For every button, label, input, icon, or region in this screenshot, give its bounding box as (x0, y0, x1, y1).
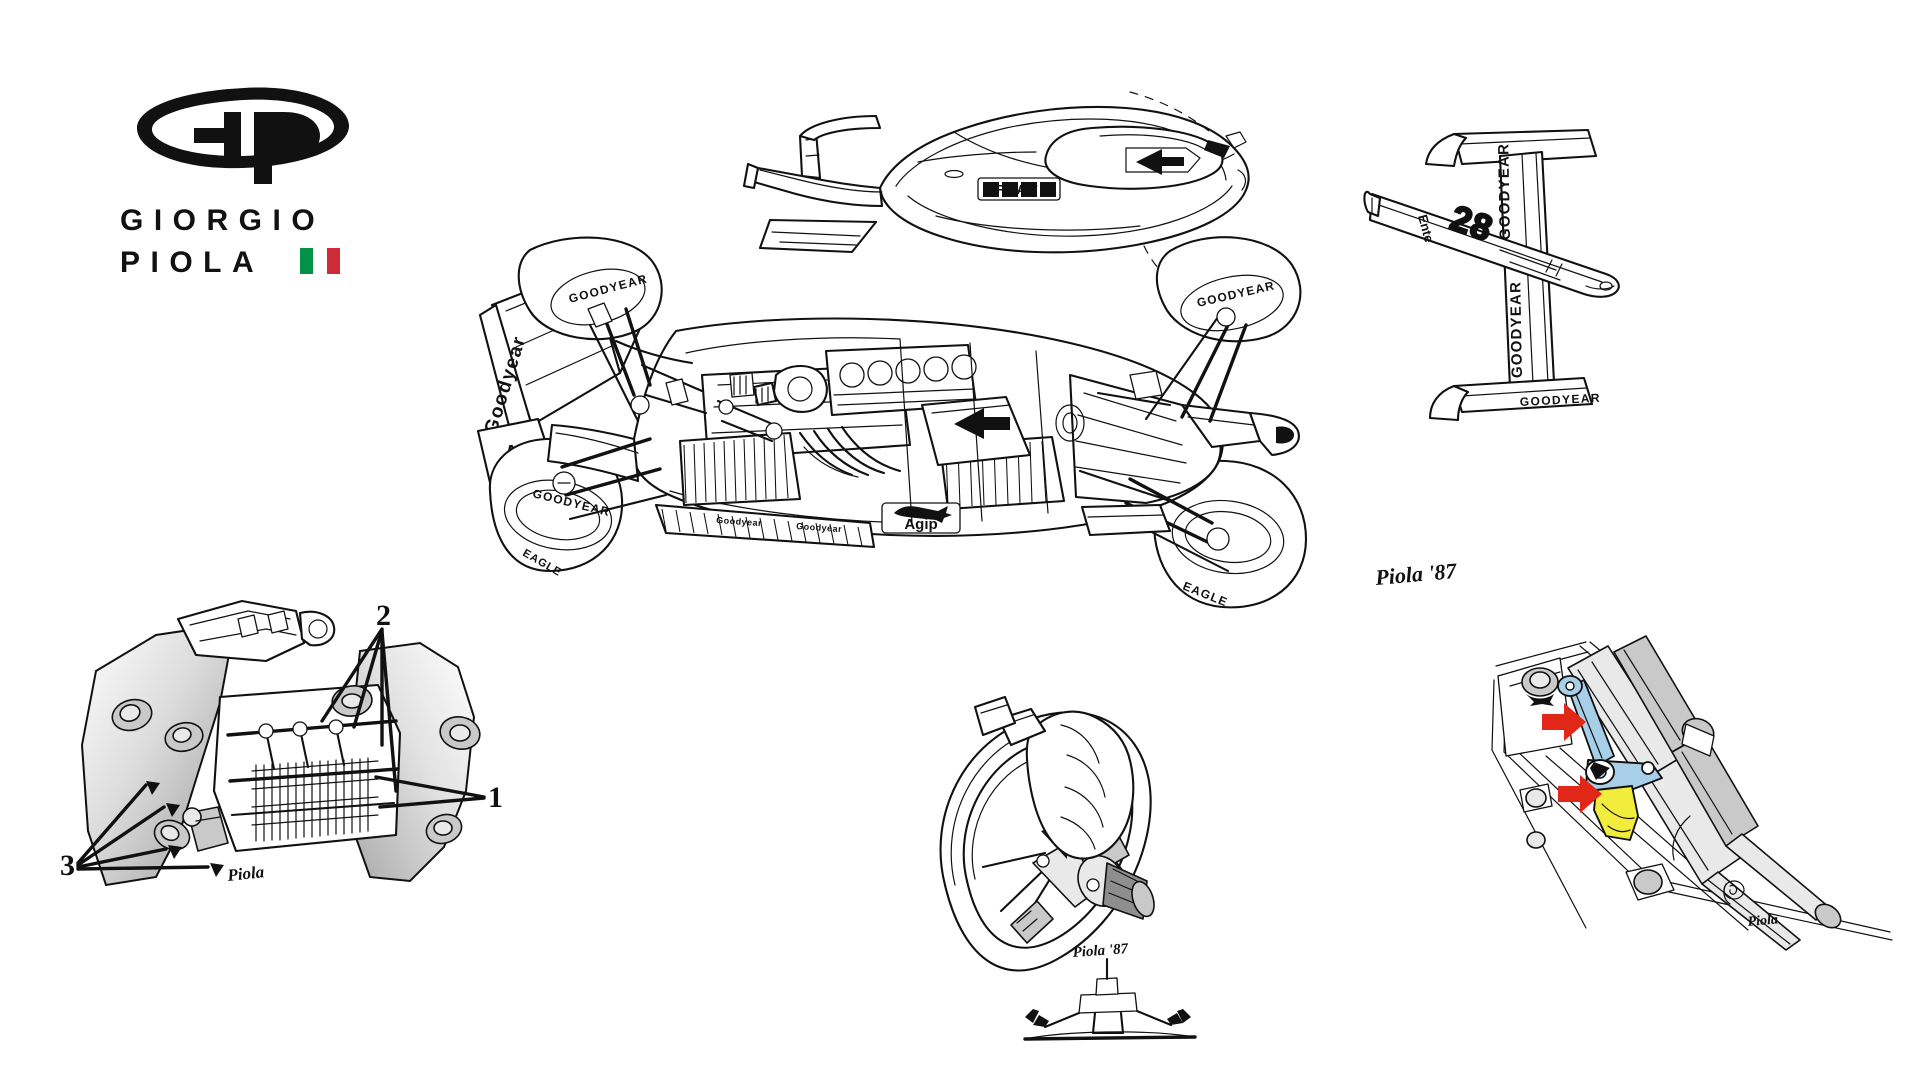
suspension-front-right (1096, 307, 1248, 423)
agip-sidepod-text: Agip (904, 516, 937, 533)
tyre-rear-right: EAGLE (1152, 459, 1308, 610)
exhaust-manifold (798, 425, 902, 478)
rear-wing-endplate-brand-lower: GOODYEAR (1507, 281, 1526, 378)
suspension-front-left (587, 302, 708, 423)
steering-hub-inset (1023, 957, 1197, 1041)
suspension-detail-drawing: Piola (1490, 635, 1900, 951)
fiat-badge: FIAT (977, 177, 1061, 201)
engine-block (752, 343, 978, 417)
underfloor-hatching (654, 503, 876, 549)
agip-sidepod-badge: Agip (881, 502, 961, 534)
giorgio-piola-watermark: GIORGIO PIOLA (120, 78, 380, 279)
gearbox-actuator (182, 806, 229, 852)
gear-cluster (212, 683, 402, 853)
rear-wing-lower-endplate-brand: GOODYEAR (1519, 391, 1601, 409)
fiat-badge-text: FIAT (996, 182, 1042, 197)
suspension-rear-left (552, 437, 668, 521)
change-arrow-upper (1542, 703, 1586, 741)
callout-leaders (76, 627, 486, 871)
gearbox-signature: Piola (225, 862, 265, 885)
gearbox-drawing: 3 2 1 Piola (60, 585, 510, 915)
italian-flag-icon (300, 248, 340, 274)
svg-text:Piola '87: Piola '87 (1373, 558, 1458, 590)
steering-wheel-drawing: Piola '87 (915, 685, 1225, 1045)
rear-assembly-detail (1055, 370, 1172, 537)
cockpit-internals (665, 372, 783, 443)
damper-units (1567, 635, 1842, 951)
steering-wheel-signature: Piola '87 (1072, 941, 1129, 961)
rear-wing-drawing: GOODYEAR GOODYEAR GOODYEAR 28 Ente (1363, 120, 1670, 430)
bracket-highlight-yellow (1593, 785, 1639, 841)
pushrod-highlight-blue (1557, 675, 1615, 767)
flag-stripe-green (300, 248, 314, 274)
airflow-arrow-icon (1136, 149, 1184, 175)
watermark-line-giorgio: GIORGIO (120, 204, 326, 237)
main-car-cutaway: Goodyear Agip Goodyear 28 GOODYEAR (470, 236, 1530, 795)
suspension-signature: Piola (1747, 912, 1779, 930)
flag-stripe-red (326, 248, 340, 274)
gearbox-callout-3: 3 (60, 849, 75, 882)
main-drawing-signature: Piola '87 (1373, 558, 1458, 590)
change-arrow-lower (1558, 775, 1602, 813)
gearbox-callout-1: 1 (488, 781, 503, 814)
floor-marking-left: Goodyear (716, 515, 763, 528)
watermark-line-piola: PIOLA (120, 246, 265, 279)
engine-cover-drawing: FIAT (740, 70, 1380, 290)
floor-marking-right: Goodyear (796, 521, 843, 534)
rear-wing-endplate-brand-upper: GOODYEAR (1495, 143, 1514, 240)
bearing-boss-left (111, 698, 204, 851)
driver-gloved-hand (973, 695, 1135, 860)
gp-monogram-icon (136, 87, 350, 184)
gearbox-callout-2: 2 (376, 599, 391, 632)
sidepod-radiator-left (678, 431, 802, 507)
tyre-front-right: GOODYEAR (1155, 236, 1302, 343)
flag-stripe-white (313, 248, 327, 274)
rear-wing-sponsor: Ente (1415, 213, 1437, 244)
